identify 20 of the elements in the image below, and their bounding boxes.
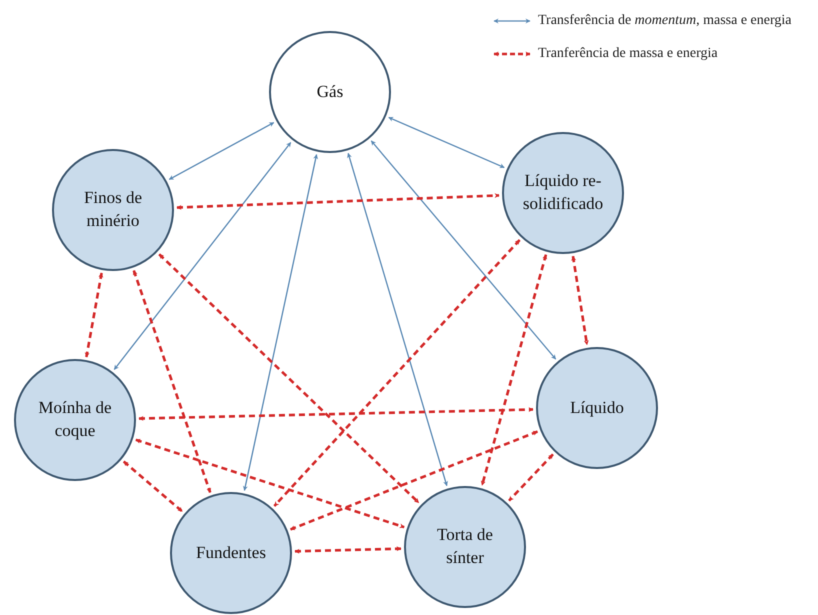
double-arrow — [84, 272, 104, 358]
double-arrow — [242, 154, 318, 491]
double-arrow — [176, 193, 500, 210]
double-arrow — [508, 454, 554, 502]
double-arrow — [294, 546, 402, 554]
double-arrow — [122, 460, 184, 512]
legend-label: Tranferência de massa e energia — [538, 45, 718, 63]
double-arrow — [168, 122, 274, 180]
double-arrow — [571, 256, 589, 346]
double-arrow — [135, 438, 405, 528]
double-arrow — [370, 140, 556, 360]
double-arrow — [158, 253, 420, 504]
double-arrow — [114, 142, 292, 370]
double-arrow — [480, 254, 548, 486]
double-arrow — [138, 407, 534, 421]
double-arrow — [290, 430, 538, 531]
double-arrow — [132, 270, 212, 493]
double-arrow — [273, 239, 521, 507]
legend-label: Transferência de momentum, massa e energia — [538, 12, 792, 30]
double-arrow — [347, 152, 448, 486]
